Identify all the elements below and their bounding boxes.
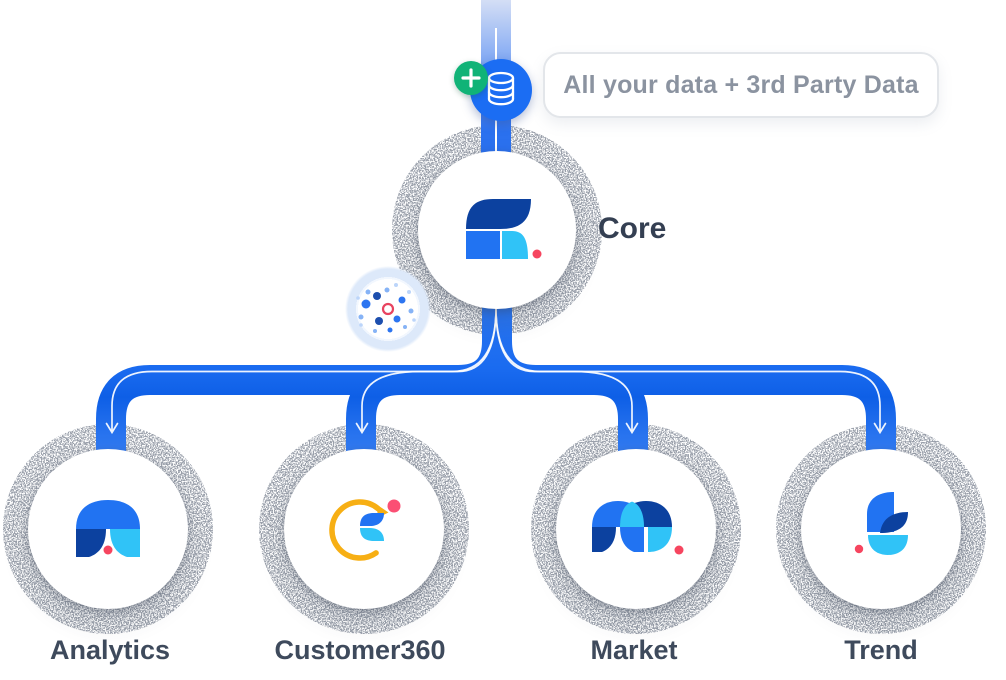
data-source-label-bubble: All your data + 3rd Party Data xyxy=(543,52,939,118)
market-logo-icon xyxy=(592,501,684,555)
core-node xyxy=(418,151,576,309)
node-market xyxy=(556,449,716,609)
label-market: Market xyxy=(590,635,678,665)
core-logo-icon xyxy=(466,199,542,259)
node-customer360 xyxy=(284,449,444,609)
flow-guide-trend xyxy=(495,307,881,431)
label-analytics: Analytics xyxy=(49,635,171,665)
customer360-logo-icon xyxy=(329,499,401,561)
core-label: Core xyxy=(598,212,667,245)
data-source-label: All your data + 3rd Party Data xyxy=(563,70,919,99)
trend-logo-icon xyxy=(854,492,908,555)
arrow-down-icon xyxy=(105,422,119,435)
database-icon xyxy=(487,71,515,106)
arrow-down-icon xyxy=(625,422,639,435)
node-analytics xyxy=(28,449,188,609)
arrow-down-icon xyxy=(873,422,887,435)
analytics-logo-icon xyxy=(76,500,140,557)
data-points-node xyxy=(344,265,432,353)
pipe-branch-customer360 xyxy=(346,365,440,453)
pipe-branch-trend xyxy=(482,294,896,453)
label-customer360: Customer360 xyxy=(274,635,446,665)
data-points-icon xyxy=(356,283,416,333)
pipe-branch-market xyxy=(554,365,648,453)
flow-guide-customer360 xyxy=(361,307,497,431)
label-trend: Trend xyxy=(844,635,918,665)
plus-badge-icon xyxy=(454,61,488,95)
node-trend xyxy=(801,449,961,609)
arrow-down-icon xyxy=(355,422,369,435)
